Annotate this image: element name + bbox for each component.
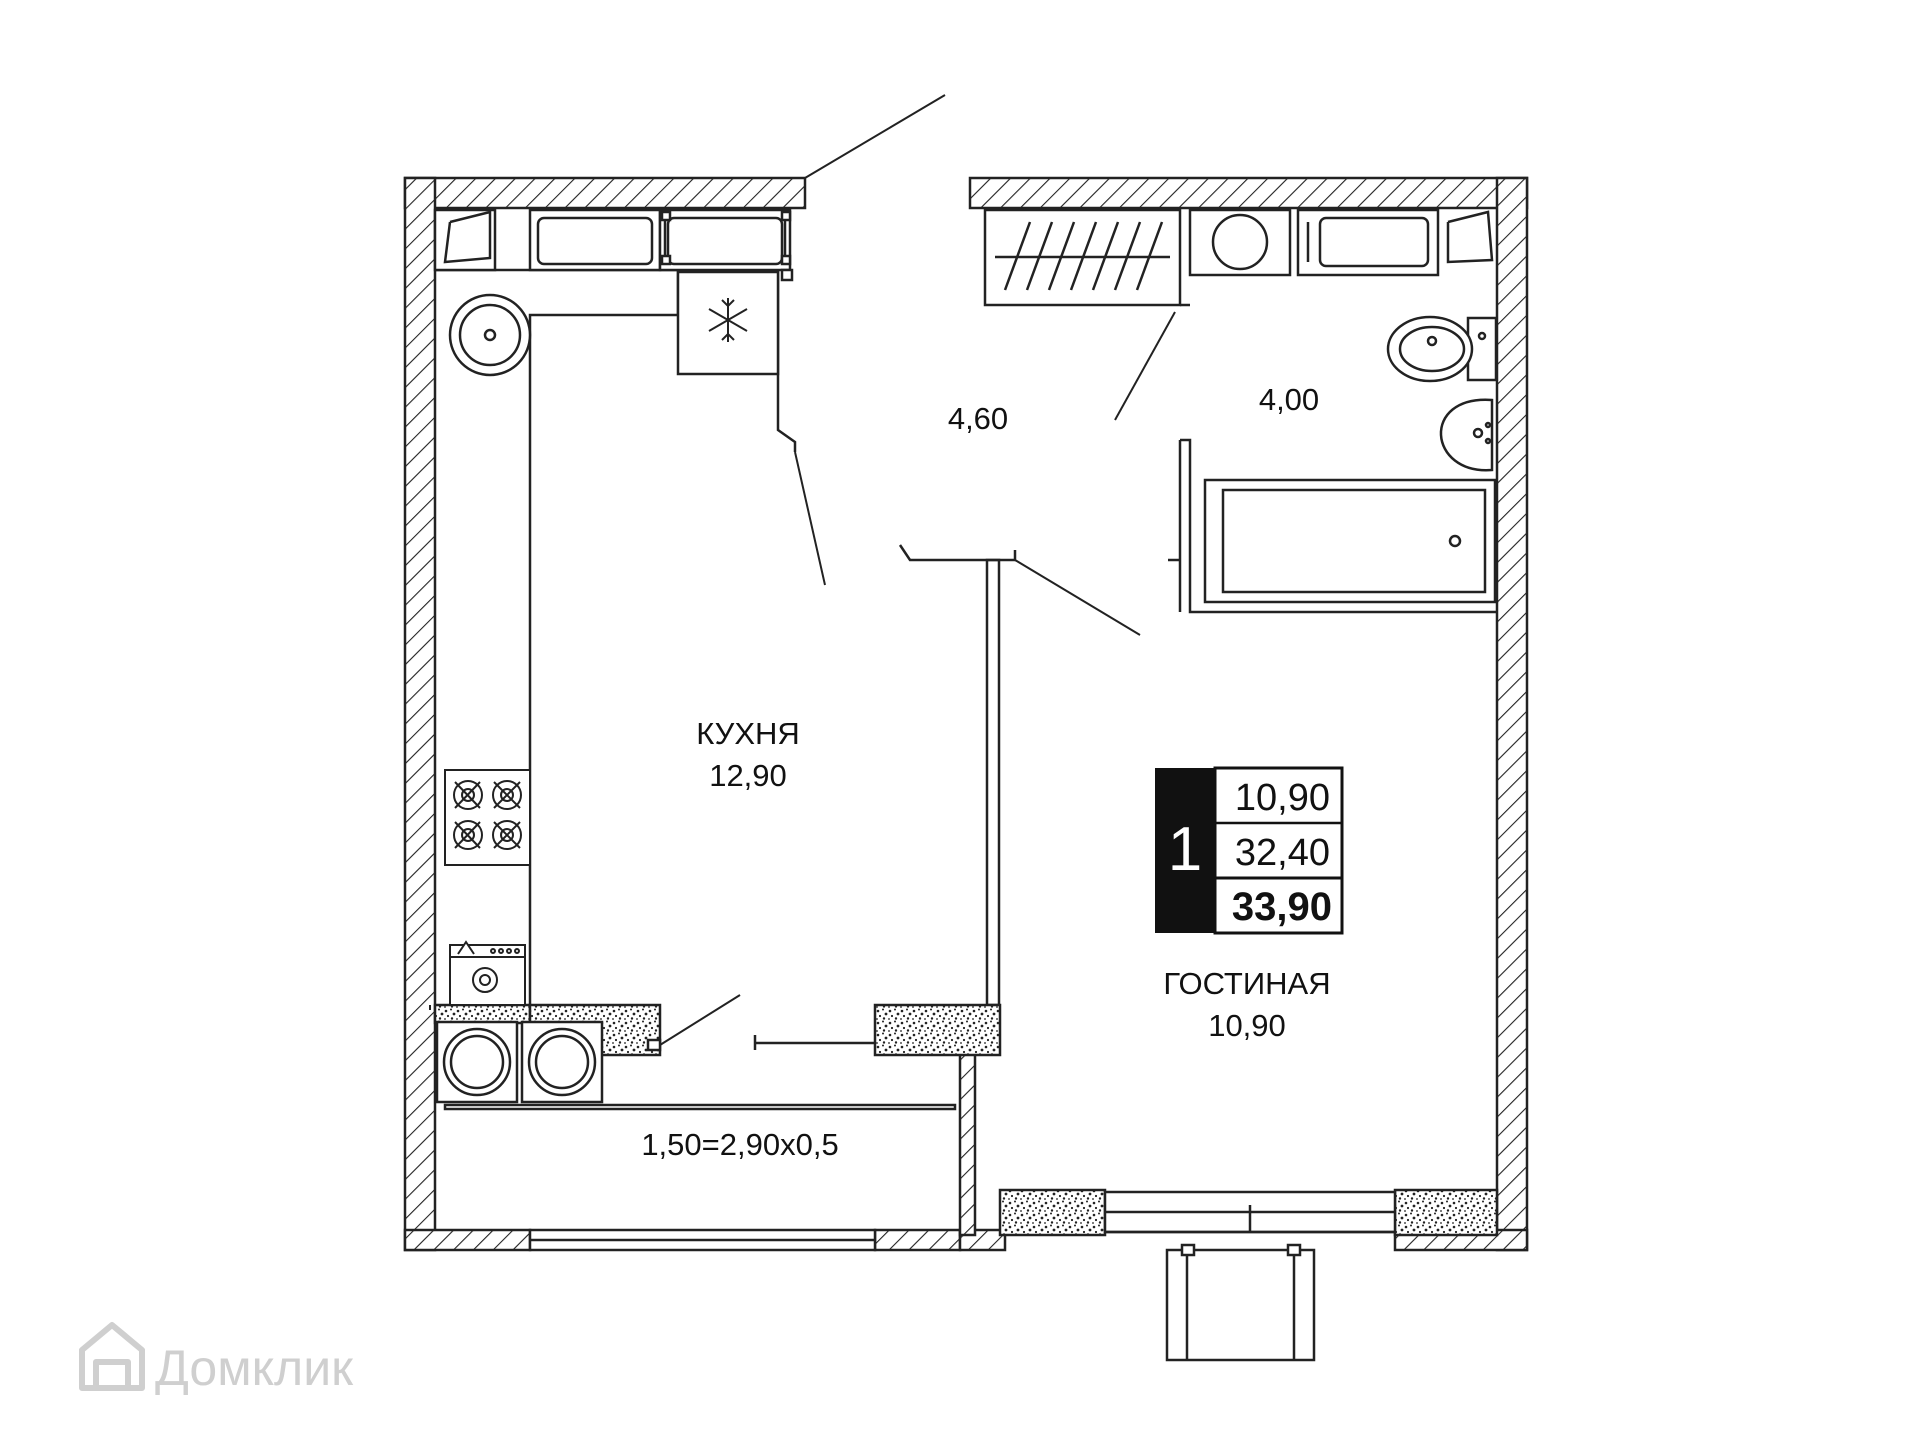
area-summary-badge: 1 10,90 32,40 33,90	[1155, 766, 1344, 935]
living-room-area-label: 10,90	[1208, 1008, 1286, 1043]
door-swings	[429, 94, 1176, 1046]
water-heater-icon	[1188, 208, 1494, 277]
domclick-logo: Домклик	[79, 1322, 354, 1396]
exterior-walls	[403, 176, 1529, 1252]
boiler-icon	[449, 940, 526, 1006]
kitchen-name-label: КУХНЯ	[696, 716, 800, 751]
balcony-outer-frame	[1165, 1243, 1316, 1362]
washer-dryer-icon	[435, 1020, 604, 1104]
bathtub-icon	[1203, 478, 1497, 604]
hallway-area-label: 4,60	[948, 401, 1008, 436]
living-room-name-label: ГОСТИНАЯ	[1163, 966, 1330, 1001]
toilet-icon	[1386, 315, 1498, 383]
kitchen-counter	[433, 208, 794, 1005]
stove-icon	[444, 769, 531, 866]
rooms-count-box	[1155, 768, 1215, 933]
rooms-count: 1	[1168, 815, 1202, 884]
total-area-value: 32,40	[1235, 832, 1330, 874]
kitchen-area-label: 12,90	[709, 758, 787, 793]
house-icon	[79, 1322, 145, 1391]
wardrobe-icon	[983, 208, 1190, 307]
watermark-text: Домклик	[155, 1340, 354, 1396]
total-with-balcony-value: 33,90	[1232, 885, 1332, 929]
sink-round	[448, 293, 532, 377]
bathroom-area-label: 4,00	[1259, 382, 1319, 417]
balcony-area-label: 1,50=2,90x0,5	[641, 1127, 838, 1162]
snowflake-icon	[708, 298, 748, 342]
living-area-value: 10,90	[1235, 777, 1330, 819]
washbasin-icon	[1439, 398, 1494, 472]
